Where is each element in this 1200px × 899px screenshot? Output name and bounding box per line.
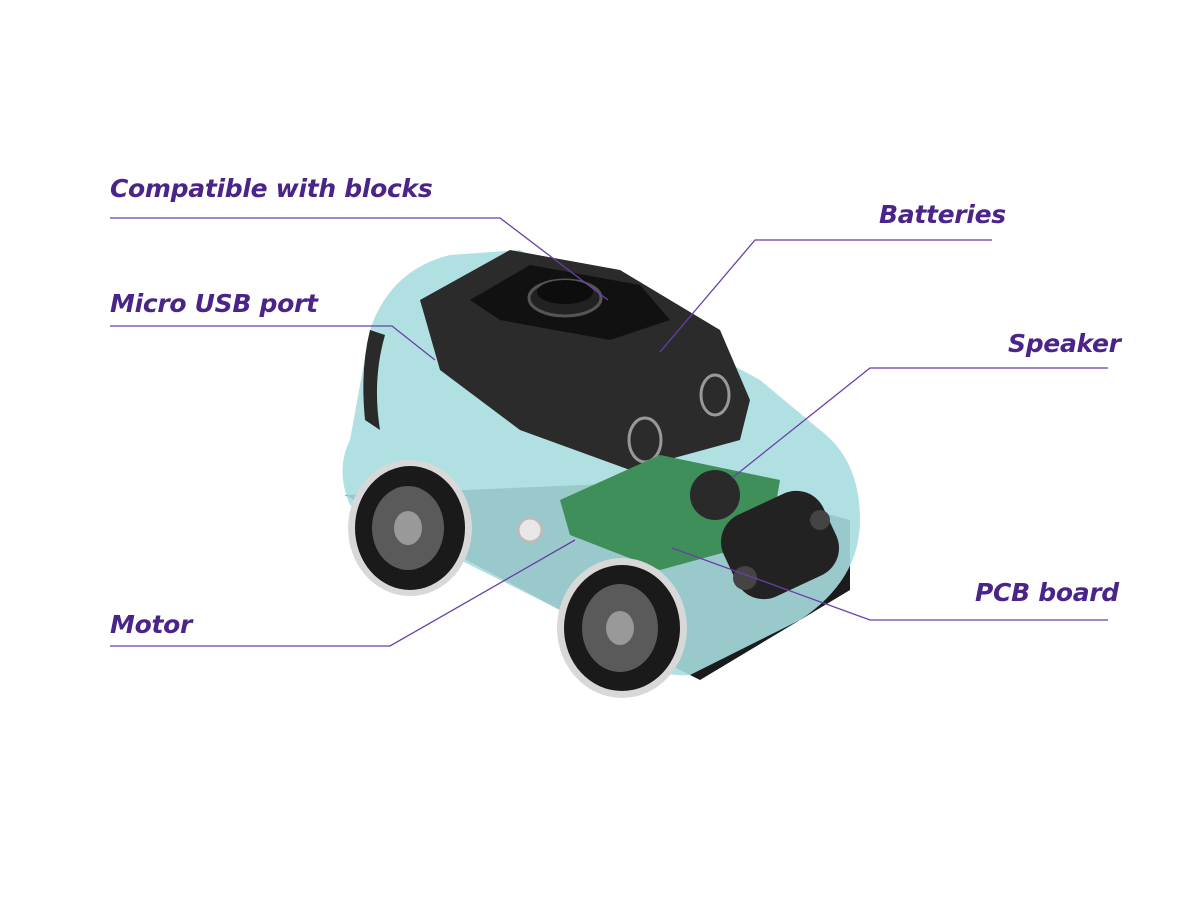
label-batteries: Batteries <box>879 200 1006 229</box>
leader-compatible <box>110 217 609 301</box>
rear-wheel <box>348 460 472 596</box>
label-pcb-board: PCB board <box>975 578 1119 607</box>
speaker <box>690 470 740 520</box>
leader-batteries <box>659 239 992 353</box>
leader-speaker <box>731 367 1108 479</box>
label-micro-usb-port: Micro USB port <box>110 289 318 318</box>
label-speaker: Speaker <box>1008 329 1121 358</box>
leader-motor <box>110 539 576 647</box>
front-wheel <box>557 558 687 698</box>
leader-usb <box>110 325 436 361</box>
leader-lines <box>110 217 1108 647</box>
leader-pcb <box>671 547 1108 621</box>
label-compatible-with-blocks: Compatible with blocks <box>110 174 433 203</box>
label-motor: Motor <box>110 610 193 639</box>
car-drawing <box>342 250 860 698</box>
